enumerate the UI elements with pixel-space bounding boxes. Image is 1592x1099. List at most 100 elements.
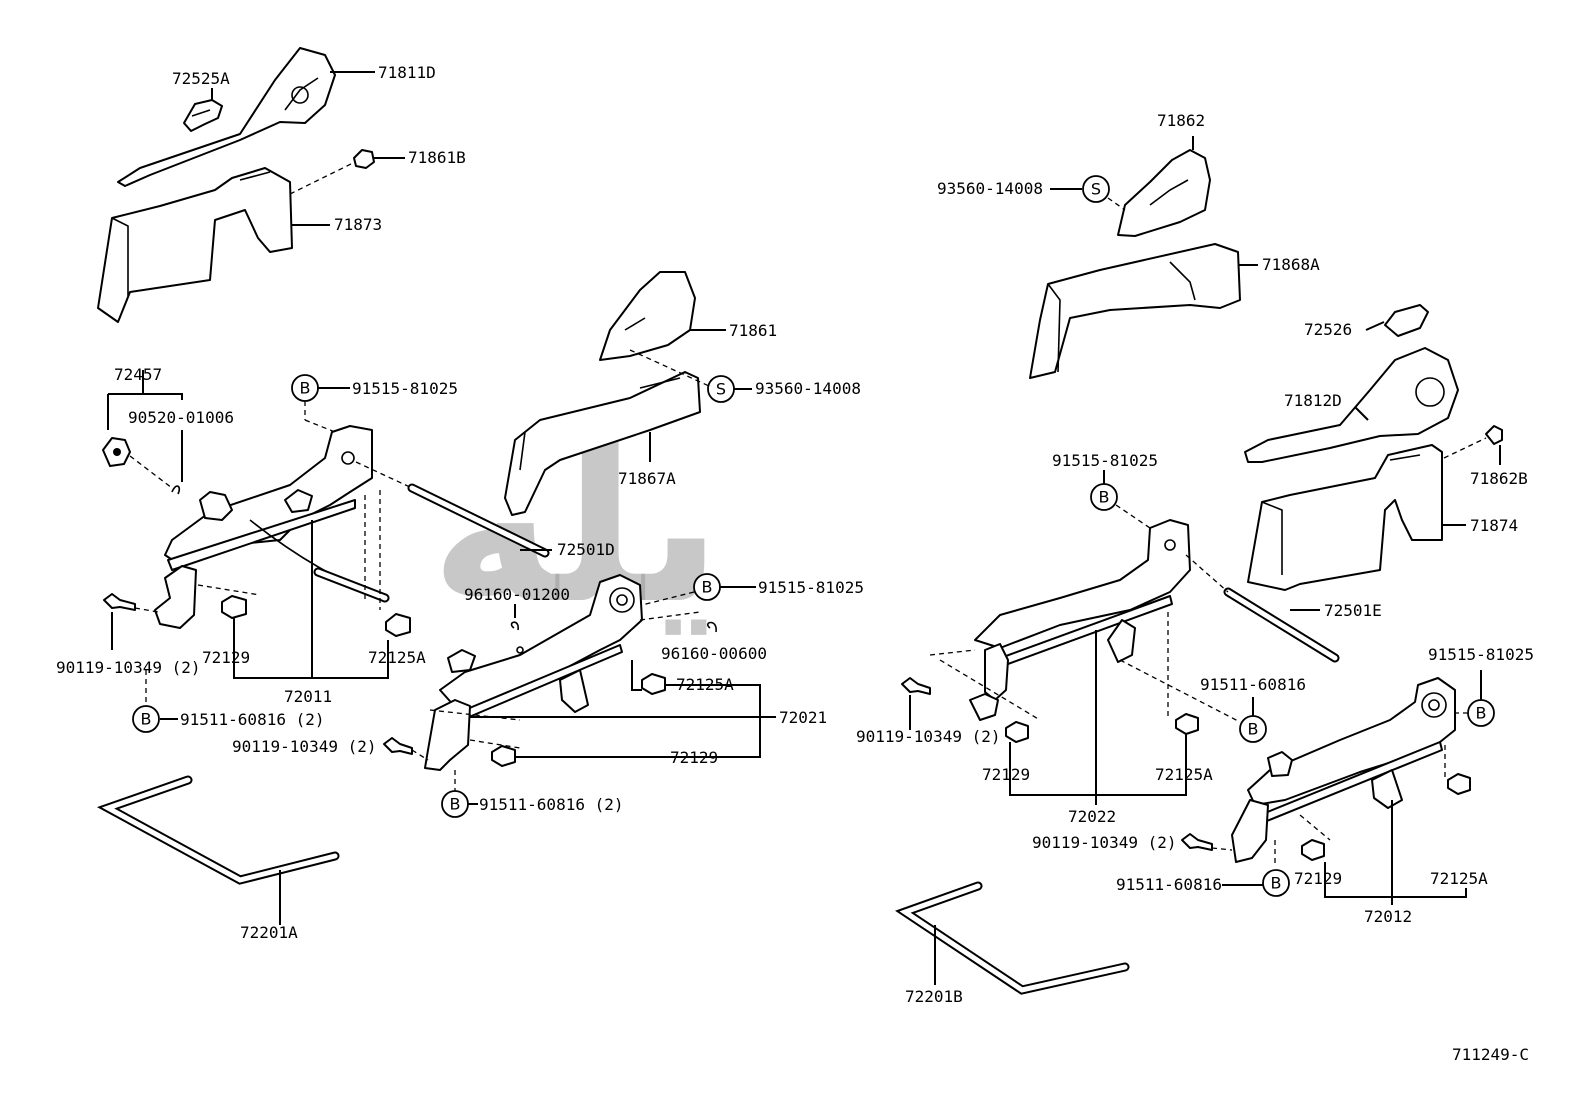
label-72129-mid: 72129 (670, 748, 718, 767)
label-72525A: 72525A (172, 69, 230, 88)
part-72125A-nut-right (1175, 713, 1199, 735)
part-72201A-wire (96, 775, 340, 885)
leader (639, 611, 701, 621)
leader (1211, 745, 1446, 866)
label-72501D: 72501D (557, 540, 615, 559)
label-72457: 72457 (114, 365, 162, 384)
part-72125A-nut-mid (641, 673, 666, 695)
label-90119-10349-mid: 90119-10349 (2) (232, 737, 377, 756)
part-72125A-nut-far (1447, 773, 1471, 795)
label-91511-60816-mid: 91511-60816 (2) (479, 795, 624, 814)
leader (355, 461, 413, 489)
part-71861B-bolt (353, 149, 375, 169)
part-71862-shape (1117, 149, 1211, 237)
callout-b-far-bottom (1262, 869, 1290, 897)
part-72129-nut-mid (491, 745, 516, 767)
leader (1009, 734, 1187, 796)
part-71811D-shape (117, 47, 336, 187)
label-72125A-left: 72125A (368, 648, 426, 667)
label-91515-81025-mid: 91515-81025 (758, 578, 864, 597)
label-90119-10349-far: 90119-10349 (2) (1032, 833, 1177, 852)
label-72012: 72012 (1364, 907, 1412, 926)
label-72022: 72022 (1068, 807, 1116, 826)
label-71873: 71873 (334, 215, 382, 234)
label-90119-10349-right: 90119-10349 (2) (856, 727, 1001, 746)
part-72129-nut-far (1301, 839, 1325, 861)
callout-s-mid: S (707, 375, 735, 403)
part-72011-track (154, 425, 390, 629)
part-72526-shape (1384, 304, 1429, 337)
part-90119-10349-bolt-far (1181, 833, 1213, 851)
part-90119-10349-bolt-left (103, 593, 136, 611)
part-72125A-nut-left (385, 613, 411, 637)
label-91515-81025-far: 91515-81025 (1428, 645, 1534, 664)
label-93560-14008-mid: 93560-14008 (755, 379, 861, 398)
label-71874: 71874 (1470, 516, 1518, 535)
part-72501D-rod (407, 483, 550, 558)
part-72022-track (969, 519, 1191, 721)
part-72129-nut-left (221, 595, 247, 619)
leader (1107, 197, 1126, 211)
label-72129-far: 72129 (1294, 869, 1342, 888)
leader (429, 709, 521, 749)
label-71862B: 71862B (1470, 469, 1528, 488)
label-71868A: 71868A (1262, 255, 1320, 274)
label-72201A: 72201A (240, 923, 298, 942)
label-72129-right: 72129 (982, 765, 1030, 784)
leader (129, 455, 173, 489)
label-91515-81025-rightup: 91515-81025 (1052, 451, 1158, 470)
callout-letter: B (300, 379, 311, 398)
leader (304, 419, 336, 433)
label-72501E: 72501E (1324, 601, 1382, 620)
part-72501E-rod (1223, 587, 1340, 663)
leader (197, 584, 261, 596)
callout-letter: B (450, 795, 461, 814)
label-96160-00600: 96160-00600 (661, 644, 767, 663)
leader (631, 660, 642, 691)
svg-text:S: S (1091, 180, 1101, 199)
label-93560-14008-right: 93560-14008 (937, 179, 1043, 198)
label-91511-60816-left: 91511-60816 (2) (180, 710, 325, 729)
leader (929, 649, 1241, 723)
label-96160-01200: 96160-01200 (464, 585, 570, 604)
leader (1365, 321, 1385, 331)
label-90119-10349-left: 90119-10349 (2) (56, 658, 201, 677)
leader (1115, 504, 1151, 529)
leader (1443, 437, 1487, 459)
label-90520-01006: 90520-01006 (128, 408, 234, 427)
label-72526: 72526 (1304, 320, 1352, 339)
callout-letter: B (1476, 704, 1487, 723)
leader (1324, 862, 1467, 898)
part-96160-00600-clip (707, 621, 717, 633)
label-91511-60816-right: 91511-60816 (1200, 675, 1306, 694)
callout-letter: B (1271, 874, 1282, 893)
part-72021-track (424, 574, 643, 771)
part-96160-01200-clip (510, 621, 519, 631)
leader (107, 393, 183, 430)
label-72129-left: 72129 (202, 648, 250, 667)
label-71812D: 71812D (1284, 391, 1342, 410)
part-71873-shape (97, 167, 293, 323)
part-72525A-shape (183, 99, 223, 132)
callout-letter: B (1099, 488, 1110, 507)
label-71811D: 71811D (378, 63, 436, 82)
leader (364, 490, 381, 610)
leader (629, 349, 710, 387)
label-72021: 72021 (779, 708, 827, 727)
part-90119-10349-bolt-right (901, 677, 931, 695)
label-71867A: 71867A (618, 469, 676, 488)
label-91515-81025-left: 91515-81025 (352, 379, 458, 398)
part-71861-shape (599, 271, 696, 361)
label-71862: 71862 (1157, 111, 1205, 130)
leader (1185, 554, 1229, 593)
leader (134, 607, 159, 613)
leader (516, 684, 761, 758)
part-71862B-bolt (1485, 425, 1503, 445)
callout-s-right: S (1082, 175, 1110, 203)
label-72201B: 72201B (905, 987, 963, 1006)
leader (1354, 406, 1369, 421)
callout-letter: B (141, 710, 152, 729)
leader (411, 749, 429, 761)
